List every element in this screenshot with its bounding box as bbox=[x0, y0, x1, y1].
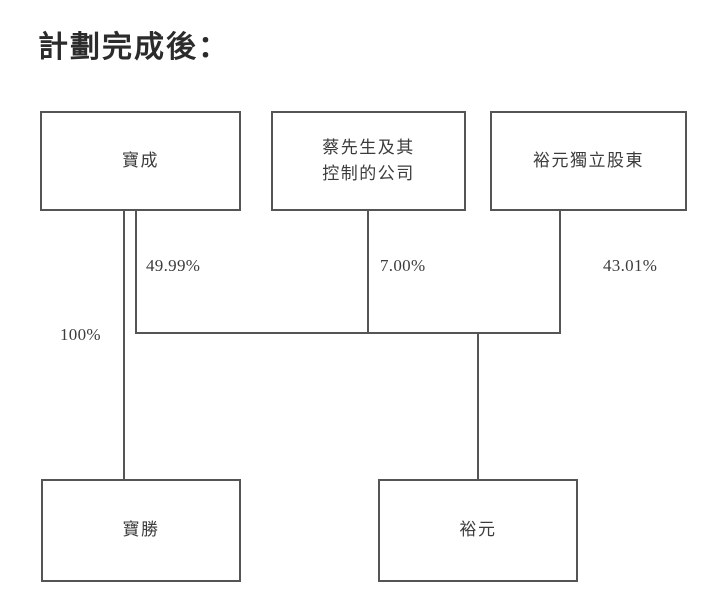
edge-ownership-bus-horizontal bbox=[135, 332, 561, 334]
label-percent-tsai-yuyuan: 7.00% bbox=[380, 256, 426, 275]
node-baosheng-label: 寶勝 bbox=[122, 520, 160, 540]
page-title: 計劃完成後： bbox=[38, 30, 230, 65]
label-percent-baocheng-baosheng: 100% bbox=[60, 325, 101, 344]
edge-baocheng-to-baosheng bbox=[123, 211, 125, 479]
edge-mr-tsai-to-yuyuan-vertical bbox=[367, 211, 369, 334]
edge-independent-to-yuyuan-vertical bbox=[559, 211, 561, 334]
edge-bus-to-yuyuan-stem bbox=[477, 332, 479, 479]
node-yuyuan-label: 裕元 bbox=[459, 520, 497, 540]
node-baosheng: 寶勝 bbox=[41, 479, 241, 582]
node-baocheng: 寶成 bbox=[40, 111, 241, 211]
node-yuyuan-independent-label: 裕元獨立股東 bbox=[533, 150, 644, 170]
label-percent-independent-yuyuan: 43.01% bbox=[603, 256, 658, 275]
edge-baocheng-to-yuyuan-vertical bbox=[135, 211, 137, 334]
node-mr-tsai-label: 蔡先生及其 控制的公司 bbox=[322, 137, 415, 183]
node-baocheng-label: 寶成 bbox=[122, 150, 159, 170]
label-percent-baocheng-yuyuan: 49.99% bbox=[146, 256, 201, 275]
node-yuyuan: 裕元 bbox=[378, 479, 578, 582]
node-mr-tsai-and-controlled-companies: 蔡先生及其 控制的公司 bbox=[271, 111, 466, 211]
node-yuyuan-independent-shareholders: 裕元獨立股東 bbox=[490, 111, 687, 211]
